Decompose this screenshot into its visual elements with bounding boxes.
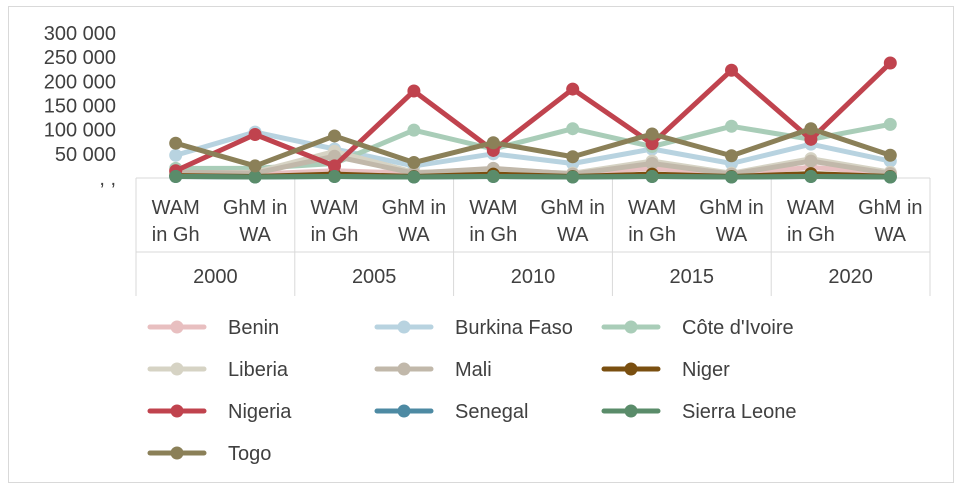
data-point-c-te-d-ivoire [725,119,738,133]
data-point-c-te-d-ivoire [883,117,897,131]
data-point-nigeria [328,159,341,173]
data-point-togo [328,129,341,143]
x-category-label: GhM in [382,197,446,219]
legend-label: Niger [682,359,730,381]
data-point-nigeria [566,82,580,96]
x-category-label: WA [557,224,589,246]
x-category-label: WA [875,224,907,246]
x-category-label: WAM [787,197,835,219]
series-line-togo [173,126,893,169]
x-category-label: GhM in [540,197,604,219]
legend-label: Sierra Leone [682,401,797,423]
x-category-label: in Gh [628,224,676,246]
legend-marker-niger [624,362,638,376]
data-point-togo [486,136,500,150]
legend-marker-nigeria [170,404,184,418]
legend-marker-liberia [170,362,184,376]
data-point-sierra-leone [883,170,897,184]
y-tick-label: 50 000 [55,144,116,166]
x-category-label: WAM [152,197,200,219]
x-category-label: GhM in [699,197,763,219]
legend-label: Côte d'Ivoire [682,317,794,339]
data-point-nigeria [804,132,818,146]
data-point-togo [169,136,183,150]
x-group-label: 2010 [511,266,556,288]
data-point-togo [725,149,738,163]
data-point-mali [804,154,818,168]
data-point-sierra-leone [486,170,500,184]
data-point-togo [645,127,659,141]
legend-marker-benin [170,320,184,334]
y-tick-label: 200 000 [44,71,116,93]
data-point-nigeria [407,84,421,98]
legend-marker-burkina-faso [397,320,411,334]
data-point-nigeria [645,137,659,151]
data-point-sierra-leone [725,170,738,184]
legend-label: Benin [228,317,279,339]
x-category-label: in Gh [469,224,517,246]
x-group-label: 2000 [193,266,238,288]
x-group-label: 2015 [670,266,715,288]
data-point-togo [248,159,262,173]
x-category-label: in Gh [787,224,835,246]
x-category-label: in Gh [152,224,200,246]
data-point-sierra-leone [566,170,580,184]
chart-frame [8,6,954,483]
legend-label: Nigeria [228,401,292,423]
data-point-nigeria [725,63,738,77]
data-point-togo [804,122,818,136]
data-point-mali [645,157,659,170]
x-group-label: 2020 [828,266,873,288]
y-tick-label: 100 000 [44,120,116,142]
y-tick-label: 150 000 [44,96,116,118]
legend-label: Togo [228,443,271,465]
data-point-sierra-leone [248,170,262,184]
legend-label: Senegal [455,401,528,423]
data-point-sierra-leone [169,170,183,184]
data-point-nigeria [248,128,262,141]
data-point-nigeria [883,56,897,70]
legend-marker-sierra-leone [624,404,638,418]
legend-marker-togo [170,446,184,460]
x-category-label: WA [398,224,430,246]
series-line-burkina-faso [173,129,893,169]
legend-label: Burkina Faso [455,317,573,339]
x-category-label: WAM [469,197,517,219]
legend-label: Mali [455,359,492,381]
data-point-sierra-leone [328,170,341,184]
legend-marker-senegal [397,404,411,418]
x-category-label: in Gh [311,224,359,246]
x-category-label: WA [239,224,271,246]
data-point-togo [566,150,580,164]
data-point-burkina-faso [169,148,183,162]
legend-marker-mali [397,362,411,376]
series-line-mali [173,153,893,177]
legend-marker-c-te-d-ivoire [624,320,638,334]
data-point-sierra-leone [407,170,421,184]
y-tick-label: 300 000 [44,23,116,45]
y-tick-label: , , [99,168,116,190]
x-category-label: GhM in [223,197,287,219]
data-point-c-te-d-ivoire [566,122,580,136]
x-category-label: WA [716,224,748,246]
data-point-sierra-leone [804,170,818,184]
y-tick-label: 250 000 [44,47,116,69]
data-point-c-te-d-ivoire [407,123,421,137]
x-group-label: 2005 [352,266,397,288]
x-category-label: GhM in [858,197,922,219]
x-category-label: WAM [628,197,676,219]
x-category-label: WAM [310,197,358,219]
legend-label: Liberia [228,359,289,381]
data-point-sierra-leone [645,170,659,184]
data-point-togo [407,156,421,170]
data-point-togo [883,148,897,162]
